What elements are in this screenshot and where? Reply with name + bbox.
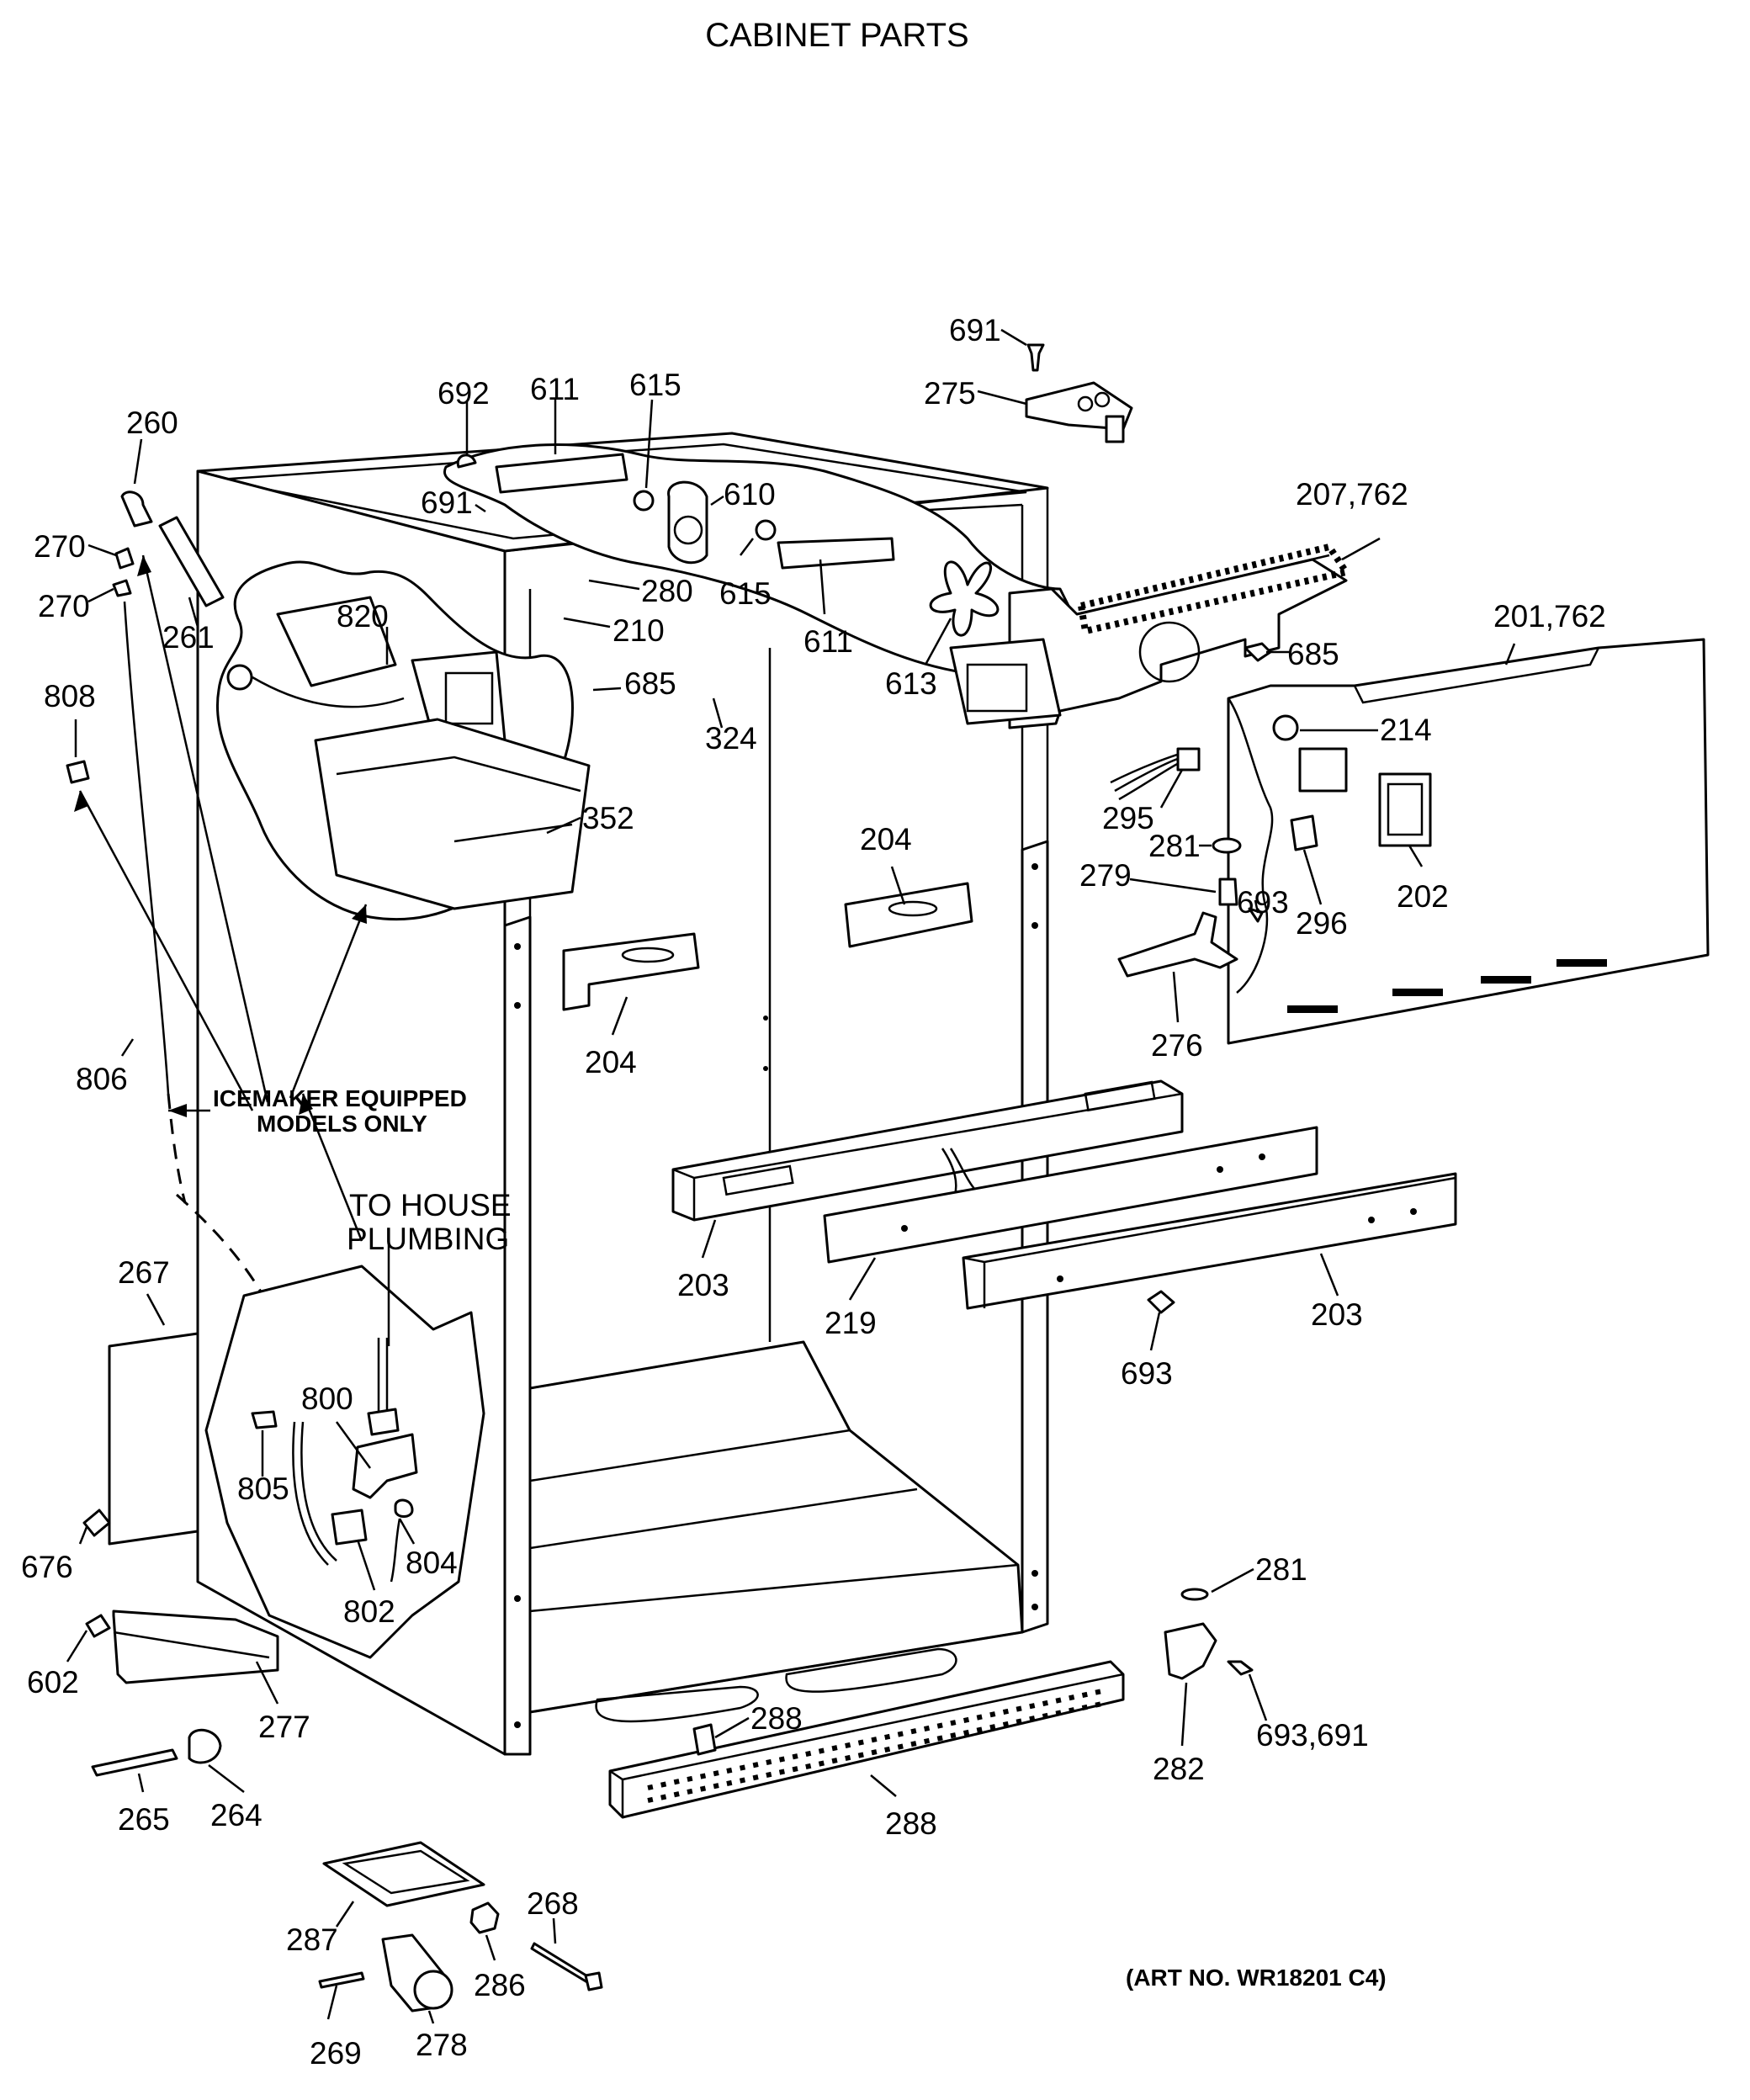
front-rails (671, 1079, 1457, 1310)
callout-296: 296 (1296, 906, 1348, 941)
callout-201-762: 201,762 (1493, 599, 1606, 634)
callout-800: 800 (301, 1381, 353, 1416)
callout-281-right: 281 (1148, 829, 1201, 863)
house-plumbing-line1: TO HOUSE (349, 1188, 512, 1222)
callout-267: 267 (118, 1255, 170, 1290)
callout-202: 202 (1397, 879, 1449, 914)
evaporator-cover (949, 543, 1352, 729)
callout-805: 805 (237, 1472, 289, 1506)
art-number: (ART NO. WR18201 C4) (1126, 1965, 1387, 1991)
shelf-bracket (1117, 837, 1264, 978)
right-small-parts (1147, 642, 1272, 1314)
callout-268: 268 (527, 1886, 579, 1921)
callout-279: 279 (1079, 858, 1132, 893)
callout-276: 276 (1151, 1028, 1203, 1063)
callout-692: 692 (438, 376, 490, 411)
callout-615-top: 615 (629, 368, 681, 402)
shelf-supports (562, 882, 973, 1011)
callout-286: 286 (474, 1968, 526, 2002)
callout-282: 282 (1153, 1752, 1205, 1786)
callout-204-left: 204 (585, 1045, 637, 1079)
callout-820: 820 (337, 599, 389, 634)
callout-270-lower: 270 (38, 589, 90, 623)
callout-324: 324 (705, 721, 757, 756)
callout-691-top: 691 (949, 313, 1001, 347)
callout-352: 352 (582, 801, 634, 835)
callout-269: 269 (310, 2036, 362, 2071)
callout-278: 278 (416, 2028, 468, 2062)
callout-613: 613 (885, 666, 937, 701)
callout-806: 806 (76, 1062, 128, 1096)
left-lower-parts (66, 491, 279, 1777)
callout-685-left: 685 (624, 666, 676, 701)
callout-260: 260 (126, 406, 178, 440)
callout-808: 808 (44, 679, 96, 713)
callout-287: 287 (286, 1922, 338, 1957)
callout-288-grille: 288 (885, 1806, 937, 1841)
callout-204-right: 204 (860, 822, 912, 856)
callout-676: 676 (21, 1550, 73, 1584)
callout-203-right: 203 (1311, 1297, 1363, 1332)
callout-288-clip: 288 (750, 1701, 803, 1736)
callout-693-mid: 693 (1121, 1356, 1173, 1391)
house-plumbing-line2: PLUMBING (347, 1222, 509, 1256)
callout-264: 264 (210, 1798, 262, 1832)
diagram-title: CABINET PARTS (705, 17, 968, 54)
callout-270-upper: 270 (34, 529, 86, 564)
bottom-parts (318, 1588, 1254, 2012)
back-panel (1227, 638, 1710, 1045)
callout-labels: 691 275 692 611 615 610 691 615 280 210 … (21, 313, 1606, 2071)
callout-611-top: 611 (530, 372, 580, 406)
callout-611-mid: 611 (803, 624, 853, 659)
callout-610: 610 (724, 477, 776, 512)
wiring-harness (1110, 747, 1201, 801)
callout-602: 602 (27, 1665, 79, 1700)
callout-280: 280 (641, 574, 693, 608)
icemaker-note-line2: MODELS ONLY (257, 1111, 427, 1137)
callout-265: 265 (118, 1802, 170, 1837)
callout-219: 219 (825, 1306, 877, 1340)
water-tube (123, 601, 170, 1095)
top-duct-cutaway (443, 443, 1087, 677)
callout-615-mid: 615 (719, 576, 772, 611)
callout-210: 210 (612, 613, 665, 648)
callout-691-mid: 691 (421, 485, 473, 520)
leader-lines (66, 328, 1516, 2024)
callout-203-left: 203 (677, 1268, 729, 1302)
plumbing-cutaway (204, 1265, 485, 1659)
callout-685-right: 685 (1287, 637, 1339, 671)
callout-693-691: 693,691 (1256, 1718, 1369, 1753)
callout-207-762: 207,762 (1296, 477, 1408, 512)
callout-261: 261 (162, 620, 215, 655)
callout-277: 277 (258, 1710, 310, 1744)
icemaker-note-line1: ICEMAKER EQUIPPED (213, 1085, 467, 1111)
top-hinge (1025, 343, 1133, 443)
water-tube-dashed (167, 1093, 187, 1204)
callout-275: 275 (924, 376, 976, 411)
callout-802: 802 (343, 1594, 395, 1629)
callout-214: 214 (1380, 713, 1432, 747)
callout-295: 295 (1102, 801, 1154, 835)
icemaker-cutaway (216, 560, 591, 921)
callout-804: 804 (406, 1546, 458, 1580)
callout-693-right: 693 (1237, 885, 1289, 920)
callout-281-bottom: 281 (1255, 1552, 1307, 1587)
